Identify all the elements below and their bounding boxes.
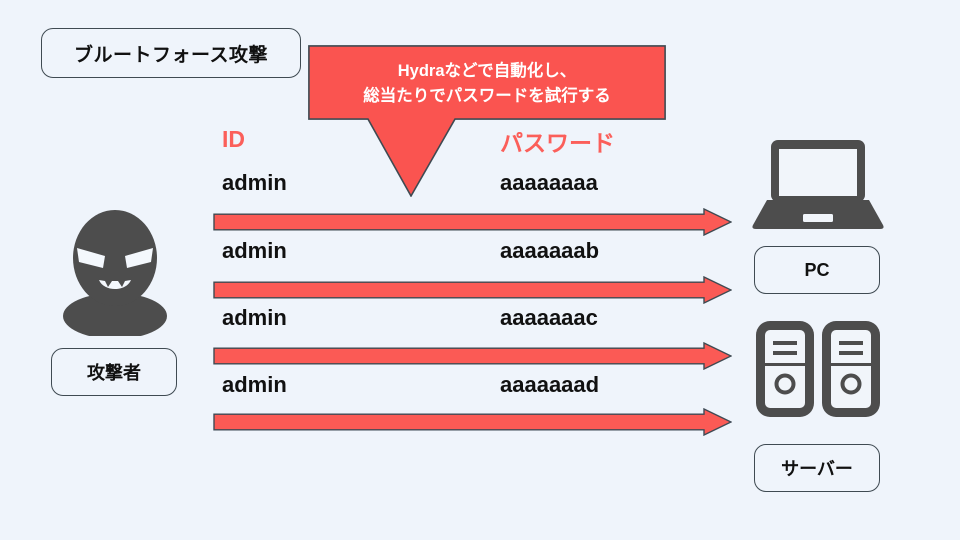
callout-annotation: Hydraなどで自動化し、 総当たりでパスワードを試行する [308,45,666,197]
attack-arrow-4 [213,408,732,436]
server-icon [752,312,884,424]
title-box: ブルートフォース攻撃 [41,28,301,78]
attempt-password-3: aaaaaaac [500,305,598,330]
arrow-shape [213,208,732,236]
attack-arrow-3 [213,342,732,370]
arrow-shape [213,408,732,436]
arrow-shape [213,276,732,304]
attacker-label: 攻撃者 [87,363,141,383]
attempt-password-1: aaaaaaaa [500,170,598,195]
attempt-id-3: admin [222,305,287,330]
attempt-password-4: aaaaaaad [500,372,600,397]
attempt-id-2: admin [222,238,287,263]
attempt-id-1: admin [222,170,287,195]
laptop-icon [750,134,886,234]
attacker-label-box: 攻撃者 [51,348,177,396]
server-label-box: サーバー [754,444,880,492]
pc-label: PC [804,259,830,280]
column-header-id: ID [222,126,245,152]
server-label: サーバー [781,459,853,479]
attack-arrow-2 [213,276,732,304]
attempt-id-4: admin [222,372,287,397]
title-box-label: ブルートフォース攻撃 [73,44,269,66]
masked-attacker-icon [59,208,171,336]
attack-arrow-1 [213,208,732,236]
attempt-password-2: aaaaaaab [500,238,600,263]
pc-label-box: PC [754,246,880,294]
callout-shape [308,45,666,197]
column-header-password: パスワード [500,130,615,156]
arrow-shape [213,342,732,370]
